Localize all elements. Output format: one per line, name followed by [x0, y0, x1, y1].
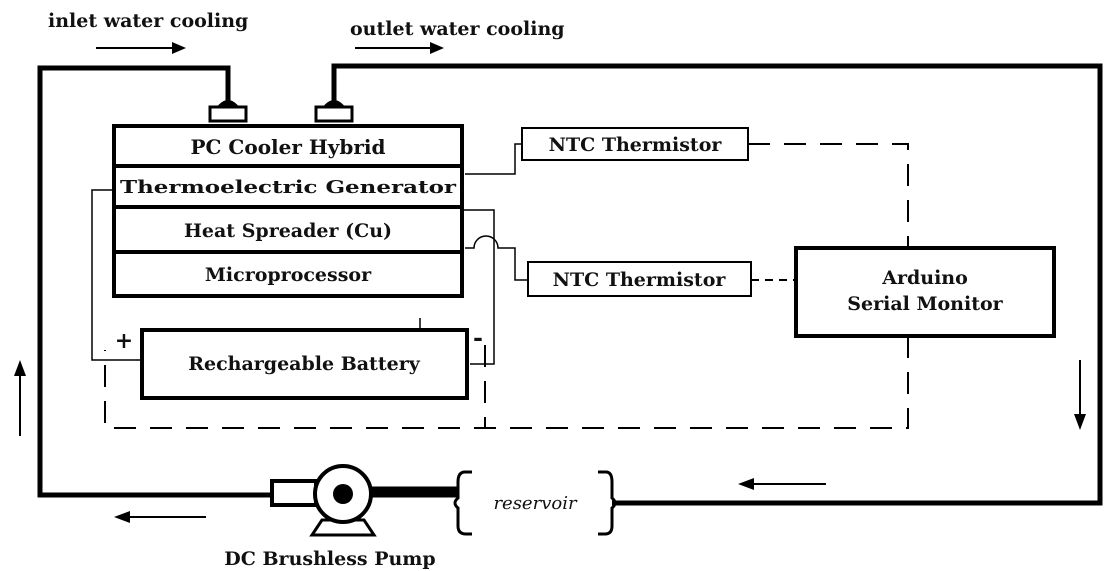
ntc-bottom-label: NTC Thermistor — [553, 269, 727, 291]
reservoir-label: reservoir — [493, 493, 578, 514]
dashed-wire-loop — [104, 336, 909, 429]
inlet-flow-arrow — [96, 42, 186, 54]
teg-to-ntc-top-wire — [465, 143, 522, 175]
microprocessor-label: Microprocessor — [205, 264, 372, 286]
pc-cooler-label: PC Cooler Hybrid — [191, 135, 386, 159]
outlet-flow-arrow — [355, 42, 444, 54]
outlet-pipe — [331, 63, 1103, 506]
pump-out-arrow — [114, 511, 206, 523]
ntc-top-label: NTC Thermistor — [549, 134, 723, 156]
ntc-top-box — [521, 127, 749, 161]
left-up-arrow — [14, 360, 26, 436]
arduino-label-line2: Serial Monitor — [847, 293, 1003, 315]
heat-spreader-to-ntc-bottom-wire — [465, 235, 528, 281]
right-down-arrow — [1074, 360, 1086, 430]
battery-label: Rechargeable Battery — [188, 353, 420, 375]
reservoir-shape — [453, 470, 617, 536]
pump-label: DC Brushless Pump — [224, 548, 435, 570]
battery-minus-sign: - — [473, 323, 483, 352]
return-left-arrow — [738, 478, 826, 490]
outlet-fitting — [314, 100, 354, 123]
cpu-stack-frame — [112, 124, 464, 298]
arduino-box — [794, 246, 1056, 338]
pump-icon — [270, 464, 377, 537]
teg-left-to-battery-wire — [91, 189, 140, 361]
outlet-label: outlet water cooling — [350, 18, 565, 40]
inlet-pipe — [37, 65, 270, 498]
inlet-label: inlet water cooling — [48, 10, 248, 32]
teg-label: Thermoelectric Generator — [120, 177, 457, 198]
teg-right-to-battery-wire — [462, 209, 495, 365]
battery-box — [140, 328, 469, 400]
dashed-wire-top — [748, 143, 909, 250]
heat-spreader-label: Heat Spreader (Cu) — [184, 220, 392, 242]
ntc-bottom-box — [527, 261, 752, 297]
inlet-fitting — [208, 100, 248, 123]
arduino-label-line1: Arduino — [881, 267, 968, 289]
battery-plus-sign: + — [115, 328, 133, 354]
